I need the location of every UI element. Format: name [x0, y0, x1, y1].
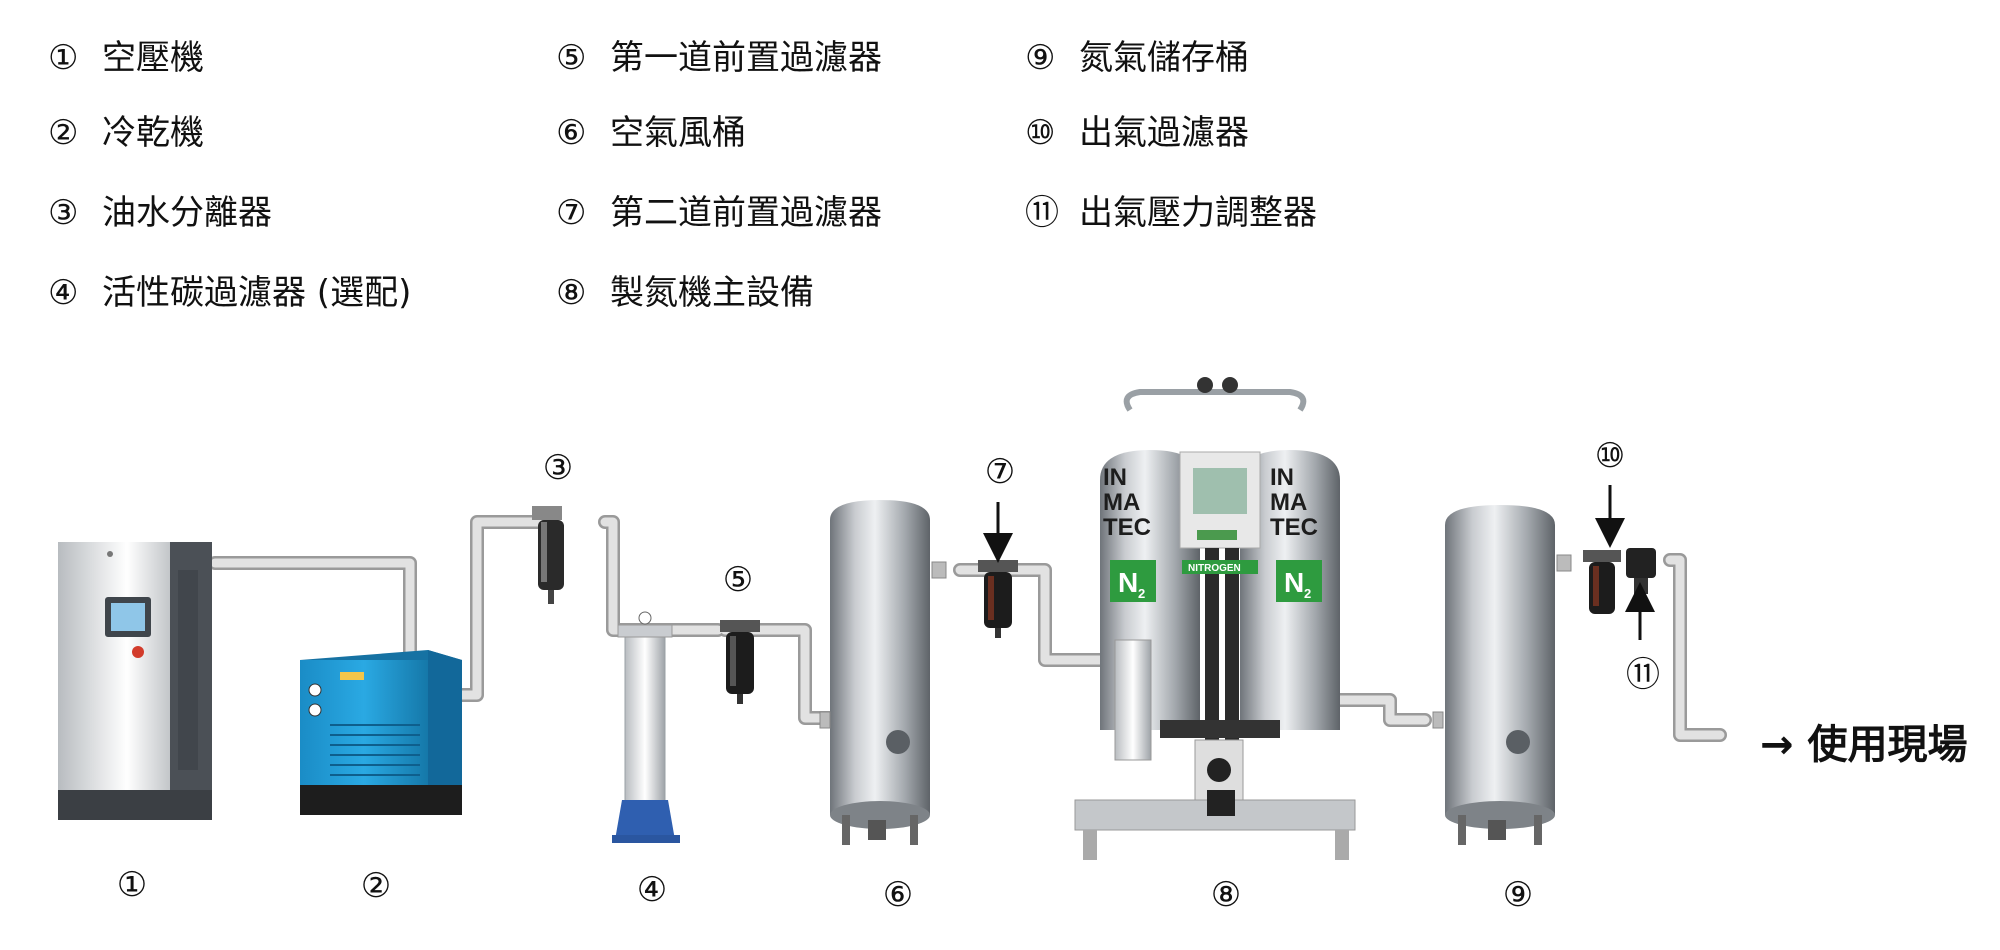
- equipment-number-2: ②: [360, 866, 392, 906]
- legend-item-9: ⑨ 氮氣儲存桶: [1025, 38, 1249, 78]
- brand-line: MA: [1103, 489, 1140, 516]
- activated-carbon-filter: [612, 611, 680, 843]
- outlet-pressure-regulator: [1625, 548, 1656, 640]
- equipment-number-4: ④: [636, 870, 668, 910]
- legend-number: ②: [48, 113, 79, 153]
- legend-item-1: ① 空壓機: [48, 38, 204, 78]
- legend-item-3: ③ 油水分離器: [48, 193, 272, 233]
- legend-item-7: ⑦ 第二道前置過濾器: [556, 193, 882, 233]
- legend-number: ⑩: [1025, 113, 1056, 153]
- air-receiver-tank: [819, 500, 947, 845]
- n2-badge-right: N 2: [1276, 560, 1322, 602]
- equipment-number-3: ③: [542, 448, 574, 488]
- oil-water-separator: [532, 506, 564, 604]
- nitrogen-label-bar: [1182, 560, 1258, 574]
- legend-label: 出氣過濾器: [1079, 113, 1249, 153]
- brand-line: TEC: [1103, 514, 1151, 541]
- legend-item-10: ⑩ 出氣過濾器: [1025, 113, 1249, 153]
- legend-label: 冷乾機: [102, 113, 204, 153]
- legend-label: 空壓機: [102, 38, 204, 78]
- legend-item-2: ② 冷乾機: [48, 113, 204, 153]
- n2-badge-left: N 2: [1110, 560, 1156, 602]
- brand-line: IN: [1103, 464, 1127, 491]
- nitrogen-generator: IN MA TEC IN MA TEC NITROGEN N 2 N 2: [1074, 377, 1356, 860]
- arrow-right-icon: →: [1760, 722, 1794, 768]
- first-prefilter: [720, 620, 760, 704]
- equipment-number-1: ①: [116, 865, 148, 905]
- equipment-number-8: ⑧: [1210, 875, 1242, 915]
- air-compressor: [58, 542, 212, 820]
- generator-brand-right: IN MA TEC: [1270, 464, 1318, 541]
- legend-number: ⑤: [556, 38, 587, 78]
- legend-item-8: ⑧ 製氮機主設備: [556, 273, 814, 313]
- brand-line: TEC: [1270, 514, 1318, 541]
- legend-number: ⑧: [556, 273, 587, 313]
- legend-item-11: ⑪ 出氣壓力調整器: [1025, 193, 1317, 233]
- legend-label: 油水分離器: [102, 193, 272, 233]
- refrigerated-dryer: [300, 650, 462, 815]
- equipment-number-9: ⑨: [1502, 875, 1534, 915]
- legend-label: 出氣壓力調整器: [1079, 193, 1317, 233]
- legend-label: 第二道前置過濾器: [610, 193, 882, 233]
- nitrogen-storage-tank: [1432, 505, 1572, 845]
- legend-label: 空氣風桶: [610, 113, 746, 153]
- legend-label: 活性碳過濾器 (選配): [102, 273, 412, 313]
- brand-line: MA: [1270, 489, 1307, 516]
- n2-label: N: [1284, 567, 1304, 598]
- legend-label: 第一道前置過濾器: [610, 38, 882, 78]
- equipment-number-7: ⑦: [984, 452, 1016, 492]
- n2-subscript: 2: [1304, 586, 1311, 601]
- n2-label: N: [1118, 567, 1138, 598]
- legend-number: ⑦: [556, 193, 587, 233]
- legend-item-6: ⑥ 空氣風桶: [556, 113, 746, 153]
- outlet-label: → 使用現場: [1760, 712, 1967, 770]
- legend-number: ①: [48, 38, 79, 78]
- generator-brand-left: IN MA TEC: [1103, 464, 1151, 541]
- legend-number: ⑪: [1025, 193, 1059, 233]
- legend-number: ⑨: [1025, 38, 1056, 78]
- equipment-number-5: ⑤: [722, 560, 754, 600]
- outlet-destination: 使用現場: [1807, 722, 1968, 768]
- legend-label: 氮氣儲存桶: [1079, 38, 1249, 78]
- legend-number: ④: [48, 273, 79, 313]
- n2-subscript: 2: [1138, 586, 1145, 601]
- legend-number: ③: [48, 193, 79, 233]
- legend-label: 製氮機主設備: [610, 273, 814, 313]
- legend-item-4: ④ 活性碳過濾器 (選配): [48, 273, 411, 313]
- outlet-filter: [1583, 485, 1625, 614]
- equipment-number-6: ⑥: [882, 875, 914, 915]
- legend-number: ⑥: [556, 113, 587, 153]
- second-prefilter: [978, 502, 1018, 638]
- brand-line: IN: [1270, 464, 1294, 491]
- equipment-number-11: ⑪: [1626, 655, 1660, 695]
- equipment-number-10: ⑩: [1594, 436, 1626, 476]
- legend-item-5: ⑤ 第一道前置過濾器: [556, 38, 882, 78]
- nitrogen-label: NITROGEN: [1188, 563, 1241, 574]
